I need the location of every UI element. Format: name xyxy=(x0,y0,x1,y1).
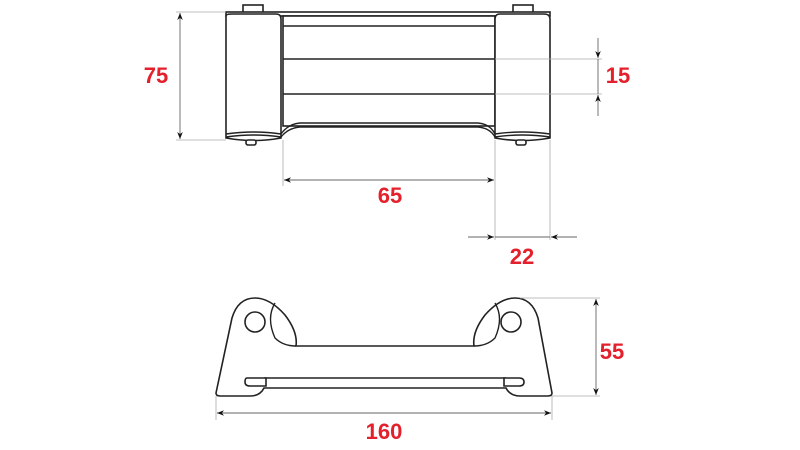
fairlead-body xyxy=(215,297,553,397)
dimension-label-55: 55 xyxy=(599,339,625,364)
dimension-label-22: 22 xyxy=(509,244,535,269)
dimension-55 xyxy=(520,297,600,397)
bar-frame xyxy=(282,15,496,127)
dimension-label-65: 65 xyxy=(377,183,403,208)
dimension-22 xyxy=(468,140,577,240)
dimension-label-15: 15 xyxy=(605,63,631,88)
mount-hole-left xyxy=(244,311,266,333)
dimension-15 xyxy=(495,38,602,116)
dimension-160 xyxy=(215,396,553,420)
mount-hole-right xyxy=(500,311,522,333)
dimension-75 xyxy=(176,11,226,141)
roller-left xyxy=(225,13,282,142)
dimension-label-160: 160 xyxy=(365,419,403,444)
top-view xyxy=(225,4,551,146)
front-view xyxy=(215,297,553,397)
roller-right xyxy=(494,13,551,142)
dimension-65 xyxy=(282,140,496,240)
dimension-label-75: 75 xyxy=(143,63,169,88)
